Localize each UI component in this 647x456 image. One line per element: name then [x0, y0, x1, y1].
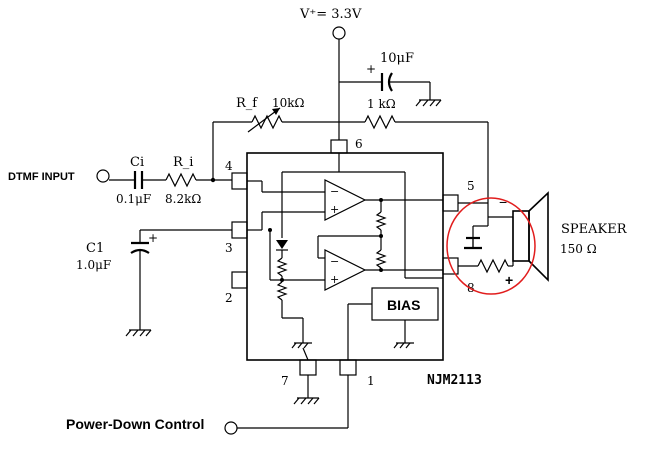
c1-name: C1: [86, 241, 104, 256]
pin-3-label: 3: [225, 241, 233, 255]
input-label: DTMF INPUT: [8, 171, 75, 183]
pin-6: [330, 139, 348, 154]
pin-3: [231, 221, 248, 239]
internal-resistor-3: [375, 211, 387, 231]
pin-7: [299, 359, 317, 376]
c1-plus: +: [148, 231, 158, 245]
svg-text:−: −: [330, 185, 339, 198]
rf-value: 10kΩ: [272, 96, 305, 110]
internal-resistor-1: [276, 257, 288, 277]
speaker-icon: [528, 191, 549, 282]
ri-resistor: [165, 172, 197, 188]
chip-body: [246, 152, 444, 361]
pin-2: [231, 271, 248, 289]
r-1k-label: 1 kΩ: [367, 97, 396, 111]
ci-name: Ci: [130, 155, 144, 170]
supply-label: V⁺= 3.3V: [299, 7, 362, 22]
highlight-circle: [446, 197, 536, 295]
input-terminal: [96, 169, 110, 183]
c1-plate-2: [130, 248, 150, 254]
supply-terminal: [332, 26, 346, 40]
pin-1: [339, 359, 357, 376]
cap-10uf-plate-2: [387, 72, 393, 92]
op-amp-1-icon: [324, 179, 367, 221]
ri-value: 8.2kΩ: [165, 192, 201, 206]
output-resistor: [477, 258, 509, 274]
c1-value: 1.0μF: [76, 258, 111, 272]
r-1k-resistor: [364, 114, 396, 130]
bias-label: BIAS: [387, 297, 420, 313]
pin-5-label: 5: [467, 179, 475, 193]
svg-text:−: −: [330, 255, 339, 268]
op-amp-2-icon: [324, 249, 367, 291]
rf-name: R_f: [236, 96, 258, 111]
pin-4-label: 4: [225, 159, 233, 173]
chip-label: NJM2113: [427, 373, 482, 388]
rf-resistor: [251, 114, 283, 130]
power-down-terminal: [224, 421, 238, 435]
cap-10uf-label: 10μF: [380, 51, 414, 66]
ci-value: 0.1μF: [116, 192, 151, 206]
pin-7-label: 7: [281, 374, 289, 388]
speaker-label: SPEAKER: [561, 222, 628, 237]
ri-name: R_i: [173, 155, 193, 170]
diode-icon: [276, 240, 288, 249]
internal-resistor-4: [375, 249, 387, 269]
speaker-plus: +: [505, 272, 513, 288]
speaker-impedance: 150 Ω: [560, 242, 597, 256]
pin-2-label: 2: [225, 291, 233, 305]
pin-5: [442, 194, 459, 212]
pin-1-label: 1: [367, 374, 375, 388]
cap-10uf-plus: +: [366, 62, 376, 76]
pin-4: [231, 172, 248, 190]
internal-resistor-2: [276, 281, 288, 301]
speaker-minus: −: [499, 194, 507, 210]
svg-text:+: +: [330, 273, 339, 286]
svg-text:+: +: [330, 203, 339, 216]
power-down-label: Power-Down Control: [66, 416, 204, 432]
pin-6-label: 6: [355, 137, 363, 151]
